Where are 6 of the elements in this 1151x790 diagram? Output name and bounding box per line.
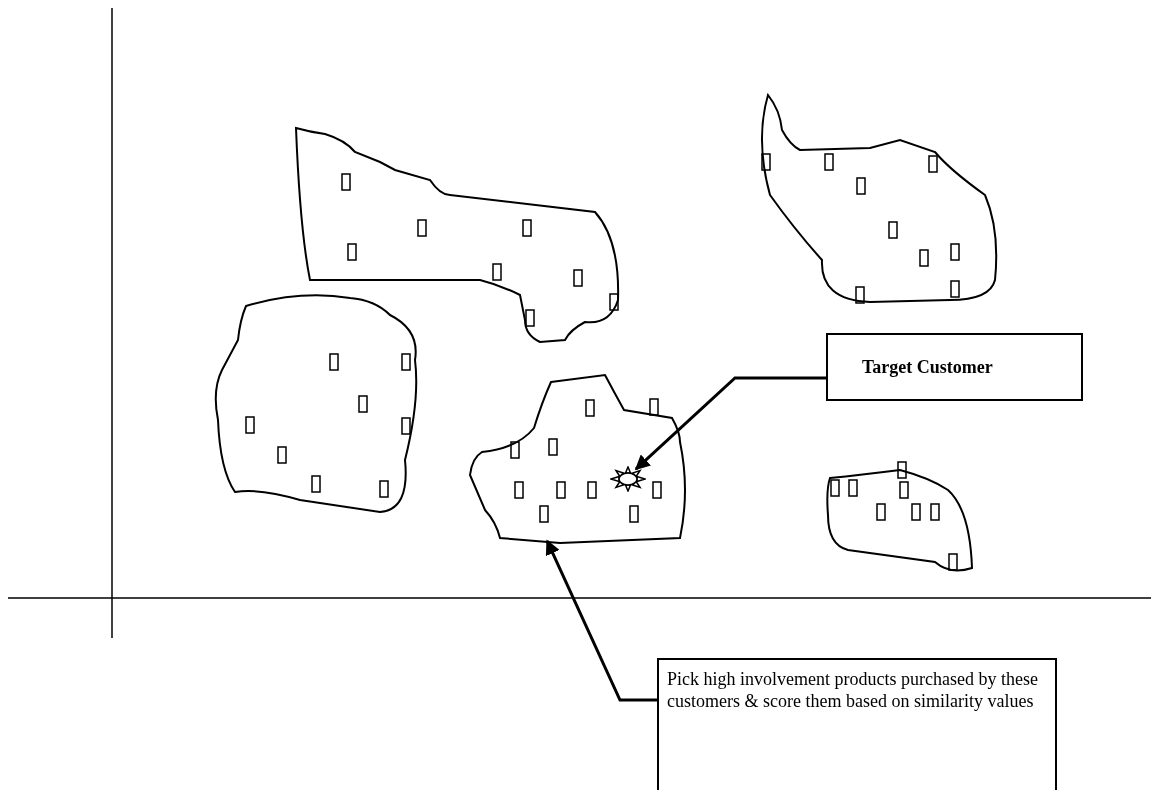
arrow [545, 539, 657, 702]
box-label: Target Customer [862, 355, 993, 379]
note-box [657, 658, 1057, 790]
label-box [826, 333, 1083, 401]
note-text: Pick high involvement products purchased by these customers & score them based on similarity values [667, 668, 1039, 712]
arrow [634, 376, 826, 471]
